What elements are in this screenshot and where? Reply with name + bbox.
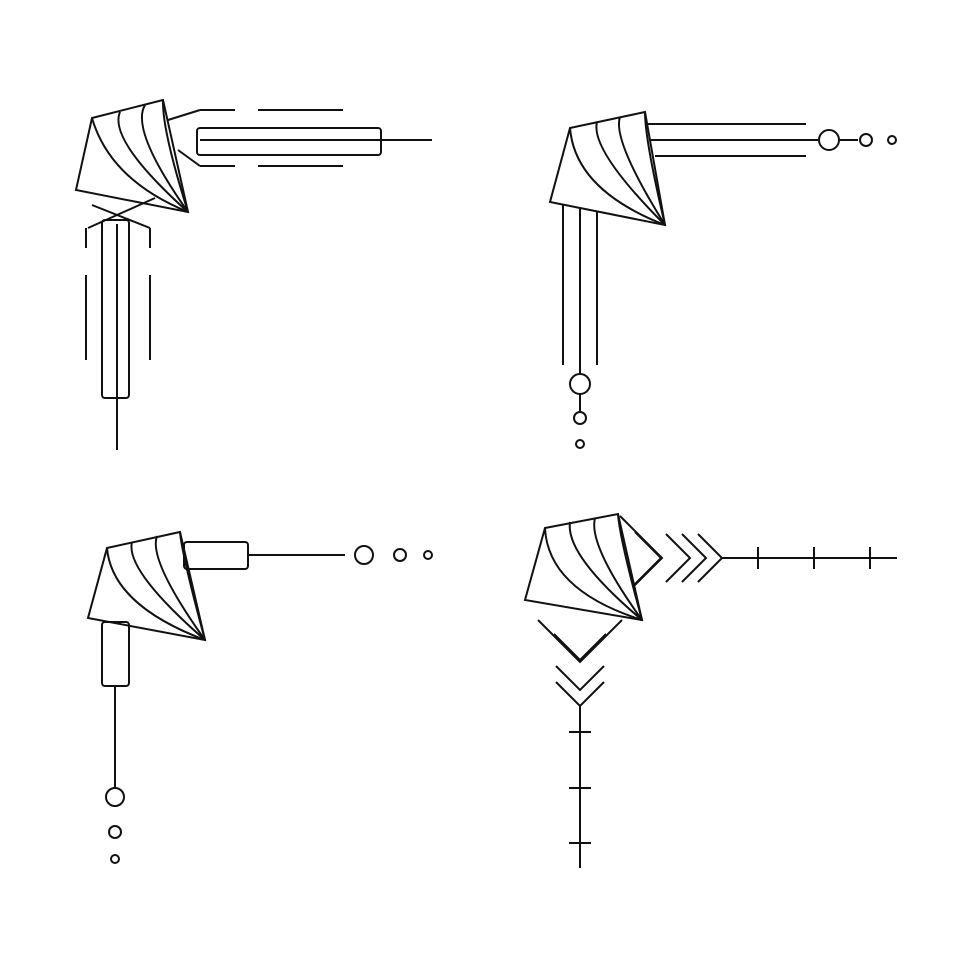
vertical-rail bbox=[85, 197, 156, 450]
line-stroke bbox=[568, 521, 643, 621]
line-stroke bbox=[167, 109, 201, 121]
line-stroke bbox=[553, 633, 607, 662]
line-stroke bbox=[618, 116, 666, 226]
dot-large bbox=[354, 545, 374, 565]
line-stroke bbox=[117, 111, 189, 213]
line-stroke bbox=[593, 517, 643, 621]
line-stroke bbox=[555, 665, 605, 692]
corner-ornament-3 bbox=[86, 530, 433, 864]
horizontal-rail bbox=[167, 109, 432, 167]
corner-ornament-4 bbox=[523, 512, 897, 868]
dot-medium bbox=[573, 411, 587, 425]
line-stroke bbox=[179, 531, 206, 641]
chevron-down-icon bbox=[537, 619, 623, 708]
fan-icon bbox=[74, 98, 190, 214]
line-stroke bbox=[617, 513, 643, 621]
vertical-rail bbox=[562, 205, 598, 449]
horizontal-rail bbox=[183, 541, 433, 570]
line-stroke bbox=[665, 533, 692, 583]
line-stroke bbox=[196, 127, 382, 156]
dot-large bbox=[105, 787, 125, 807]
dot-small bbox=[423, 550, 433, 560]
line-stroke bbox=[91, 204, 151, 229]
line-stroke bbox=[595, 121, 666, 226]
line-stroke bbox=[161, 99, 189, 213]
dot-medium bbox=[108, 825, 122, 839]
line-stroke bbox=[177, 149, 201, 167]
line-stroke bbox=[130, 541, 206, 641]
line-stroke bbox=[544, 527, 643, 621]
line-stroke bbox=[154, 535, 206, 641]
corner-ornament-1 bbox=[74, 98, 432, 450]
line-stroke bbox=[101, 219, 130, 399]
line-stroke bbox=[87, 197, 156, 229]
line-stroke bbox=[106, 547, 206, 641]
fan-icon bbox=[548, 110, 667, 227]
dot-small bbox=[575, 439, 585, 449]
line-stroke bbox=[141, 104, 189, 213]
line-stroke bbox=[644, 111, 666, 226]
line-stroke bbox=[91, 117, 189, 213]
horizontal-rail bbox=[645, 123, 897, 157]
dot-medium bbox=[393, 548, 407, 562]
dot-small bbox=[110, 854, 120, 864]
vertical-tick-rail bbox=[569, 706, 591, 868]
line-stroke bbox=[537, 619, 623, 664]
dot-small bbox=[887, 135, 897, 145]
fan-icon bbox=[86, 530, 207, 642]
line-stroke bbox=[634, 531, 663, 585]
line-stroke bbox=[681, 533, 708, 583]
corner-ornament-2 bbox=[548, 110, 897, 449]
vertical-rail bbox=[101, 621, 130, 864]
horizontal-tick-rail bbox=[722, 547, 897, 569]
fan-icon bbox=[523, 512, 644, 622]
dot-medium bbox=[859, 133, 873, 147]
line-stroke bbox=[569, 127, 666, 226]
